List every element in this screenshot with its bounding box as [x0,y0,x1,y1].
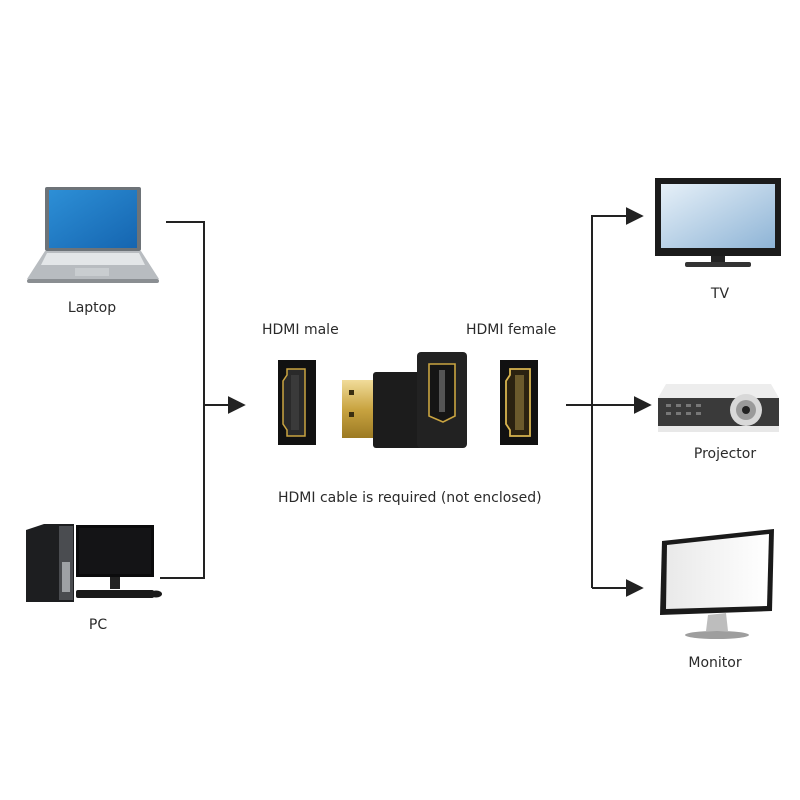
monitor-device [658,527,776,647]
tv-icon [655,178,781,267]
hdmi-male-label: HDMI male [262,322,339,338]
laptop-device [25,185,160,285]
projector-label: Projector [693,446,757,462]
pc-label: PC [88,617,108,633]
hdmi-port-icon [282,368,306,437]
projector-icon [658,384,779,432]
laptop-label: Laptop [67,300,117,316]
tv-label: TV [710,286,730,302]
hdmi-male-port [278,360,316,445]
cable-note: HDMI cable is required (not enclosed) [278,490,542,506]
laptop-icon [27,187,159,283]
desktop-pc-icon [26,524,162,602]
pc-device [24,522,164,607]
monitor-label: Monitor [688,655,742,671]
hdmi-female-port [500,360,538,445]
tv-line [591,207,644,588]
projector-device [656,380,781,438]
hdmi-female-label: HDMI female [466,322,557,338]
hdmi-port-icon [505,368,531,437]
tv-device [655,176,783,268]
laptop-line [160,221,205,579]
hdmi-right-angle-adapter-icon [342,352,467,448]
hdmi-adapter [337,350,467,450]
monitor-icon [660,529,774,639]
